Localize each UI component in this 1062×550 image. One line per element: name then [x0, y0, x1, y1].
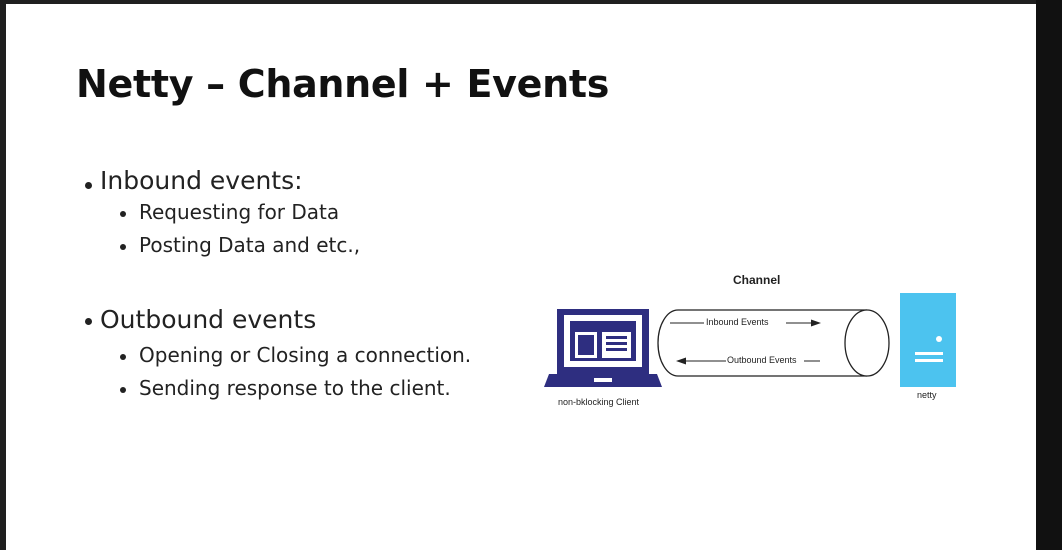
laptop-icon — [544, 309, 662, 387]
channel-pipe — [657, 309, 890, 377]
inbound-item: Requesting for Data — [139, 200, 340, 224]
inbound-arrow — [670, 319, 821, 327]
bullet-dot — [120, 354, 126, 360]
inbound-events-label: Inbound Events — [706, 317, 769, 327]
slide — [6, 4, 1036, 550]
bullet-dot — [120, 244, 126, 250]
outbound-item: Opening or Closing a connection. — [139, 343, 472, 367]
client-label: non-bklocking Client — [558, 397, 640, 407]
inbound-heading: Inbound events: — [100, 166, 303, 195]
window-edge — [1036, 0, 1062, 550]
bullet-dot — [120, 387, 126, 393]
server-icon — [900, 293, 956, 387]
outbound-events-label: Outbound Events — [727, 355, 797, 365]
channel-label: Channel — [733, 273, 781, 287]
slide-title: Netty – Channel + Events — [76, 62, 610, 106]
outbound-heading: Outbound events — [100, 305, 317, 334]
bullet-dot — [120, 211, 126, 217]
server-label: netty — [917, 390, 937, 400]
outbound-arrow — [676, 357, 820, 365]
inbound-item: Posting Data and etc., — [139, 233, 361, 257]
bullet-dot — [85, 182, 92, 189]
outbound-item: Sending response to the client. — [139, 376, 451, 400]
bullet-dot — [85, 318, 92, 325]
